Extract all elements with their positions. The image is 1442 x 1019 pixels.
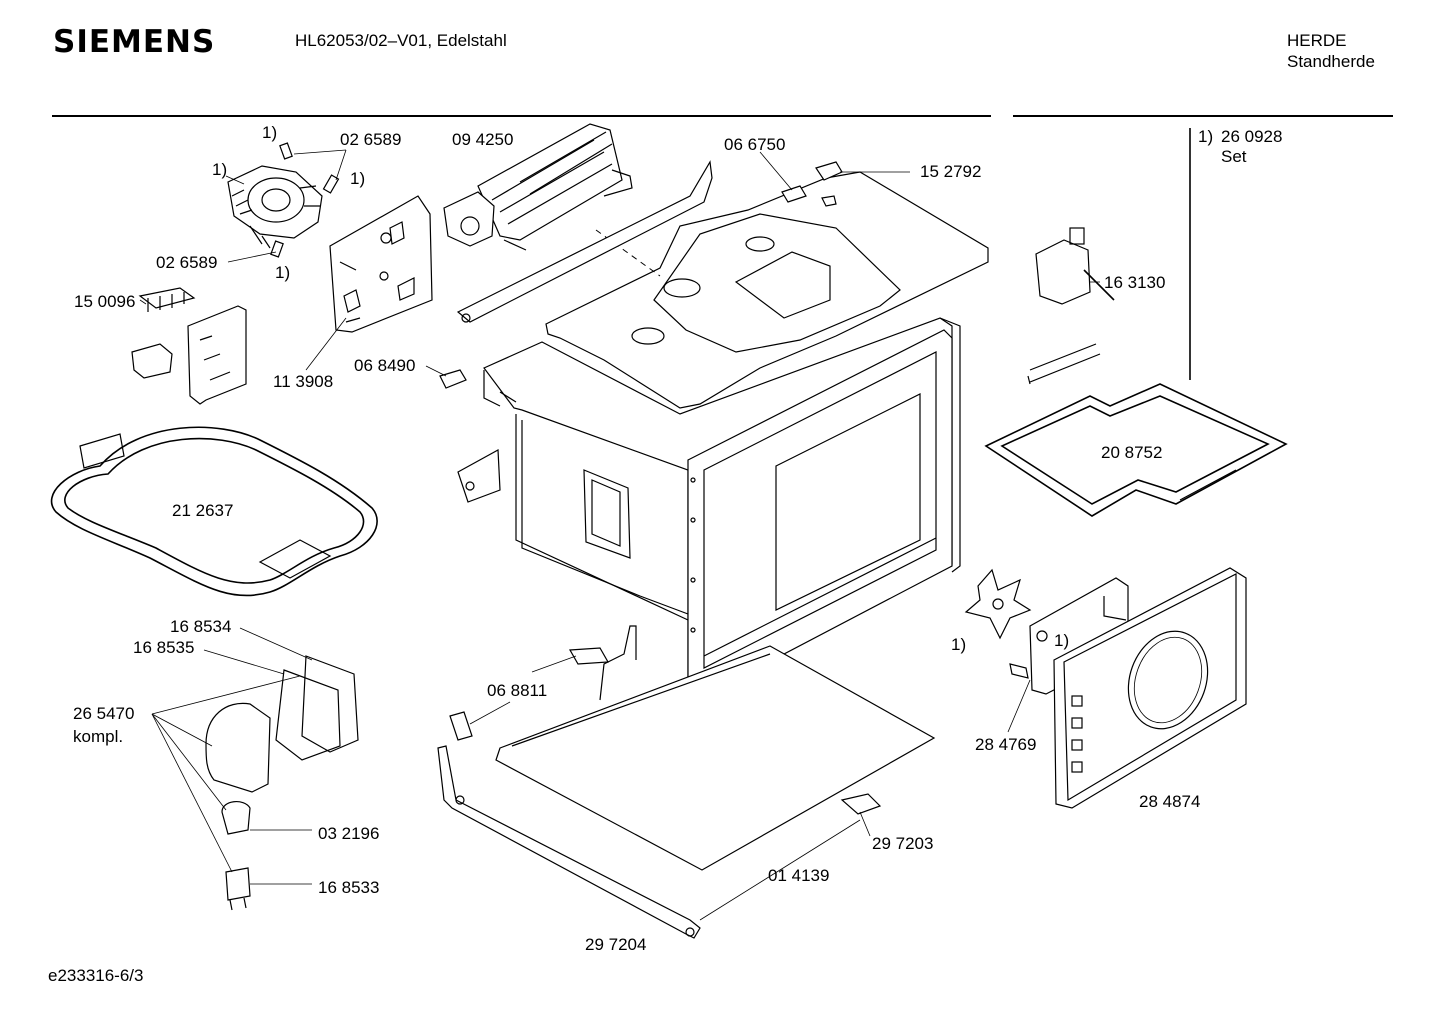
leader-line — [203, 649, 285, 675]
footnote-marker: 1) — [275, 263, 290, 282]
part-label: 29 7203 — [872, 834, 933, 853]
footnote-marker: 1) — [262, 123, 277, 142]
motor-bracket-plate — [329, 195, 433, 333]
leader-line — [151, 713, 233, 873]
document-id: e233316-6/3 — [48, 966, 144, 985]
fan-motor-drawing — [227, 142, 340, 258]
tangential-fan — [443, 123, 633, 251]
part-label: 29 7204 — [585, 935, 646, 954]
bottom-runner-rail — [437, 745, 701, 939]
part-label: 11 3908 — [273, 372, 333, 391]
part-label: 01 4139 — [768, 866, 829, 885]
footnote-marker: 1) — [1054, 631, 1069, 650]
leader-line — [227, 251, 277, 263]
legend-part-number: 26 0928 — [1221, 127, 1282, 146]
thermostat — [1035, 227, 1115, 305]
side-rail-upper — [456, 160, 713, 323]
part-label: kompl. — [73, 727, 123, 746]
leader-line — [859, 811, 871, 837]
terminal-bracket — [131, 287, 247, 405]
leader-line — [469, 701, 511, 725]
leader-line — [1007, 679, 1031, 733]
part-label: 21 2637 — [172, 501, 233, 520]
part-label: 20 8752 — [1101, 443, 1162, 462]
oven-top-plate — [545, 171, 989, 409]
model-title: HL62053/02–V01, Edelstahl — [295, 31, 507, 50]
leader-line — [759, 151, 793, 191]
leader-line — [699, 819, 861, 921]
heating-element-upper — [50, 426, 378, 597]
leader-line — [239, 627, 313, 661]
part-label: 02 6589 — [340, 130, 401, 149]
runner-clip — [449, 647, 609, 741]
part-label: 02 6589 — [156, 253, 217, 272]
heating-element-lower — [984, 343, 1288, 517]
sensor-clip — [439, 369, 467, 389]
footnote-marker: 1) — [951, 635, 966, 654]
part-label: 16 3130 — [1104, 273, 1165, 292]
leader-line — [305, 317, 347, 371]
leader-line — [225, 175, 245, 185]
leader-line — [151, 675, 301, 715]
brand-logo: SIEMENS — [53, 24, 216, 60]
part-label: 15 2792 — [920, 162, 981, 181]
header-rule-left — [52, 115, 991, 117]
fan-cover — [1053, 567, 1247, 809]
part-label: 28 4874 — [1139, 792, 1200, 811]
part-label: 06 8811 — [487, 681, 547, 700]
part-label: 28 4769 — [975, 735, 1036, 754]
header-rule-right — [1013, 115, 1393, 117]
part-label: 16 8535 — [133, 638, 194, 657]
part-label: 06 8490 — [354, 356, 415, 375]
part-label: 09 4250 — [452, 130, 513, 149]
leader-line — [151, 713, 213, 747]
fan-wheel — [964, 568, 1032, 640]
legend-marker: 1) — [1198, 127, 1213, 146]
oven-lamp-assembly — [205, 655, 359, 911]
footnote-marker: 1) — [350, 169, 365, 188]
leader-line — [151, 713, 227, 811]
side-rail-lower — [457, 449, 501, 503]
subcategory-label: Standherde — [1287, 52, 1375, 71]
rear-runner-rail — [840, 793, 882, 815]
category-label: HERDE — [1287, 31, 1347, 50]
footnote-marker: 1) — [212, 160, 227, 179]
leader-line — [335, 149, 347, 181]
part-label: 26 5470 — [73, 704, 134, 723]
part-label: 15 0096 — [74, 292, 135, 311]
part-label: 03 2196 — [318, 824, 379, 843]
leader-line — [531, 655, 577, 673]
leader-line — [293, 149, 347, 155]
legend-note: Set — [1221, 147, 1247, 166]
part-label: 16 8534 — [170, 617, 231, 636]
leader-line — [139, 299, 147, 305]
leader-line — [425, 365, 447, 377]
fan-nut — [1009, 663, 1029, 679]
oven-bottom-plate — [495, 625, 936, 871]
part-label: 06 6750 — [724, 135, 785, 154]
part-label: 16 8533 — [318, 878, 379, 897]
